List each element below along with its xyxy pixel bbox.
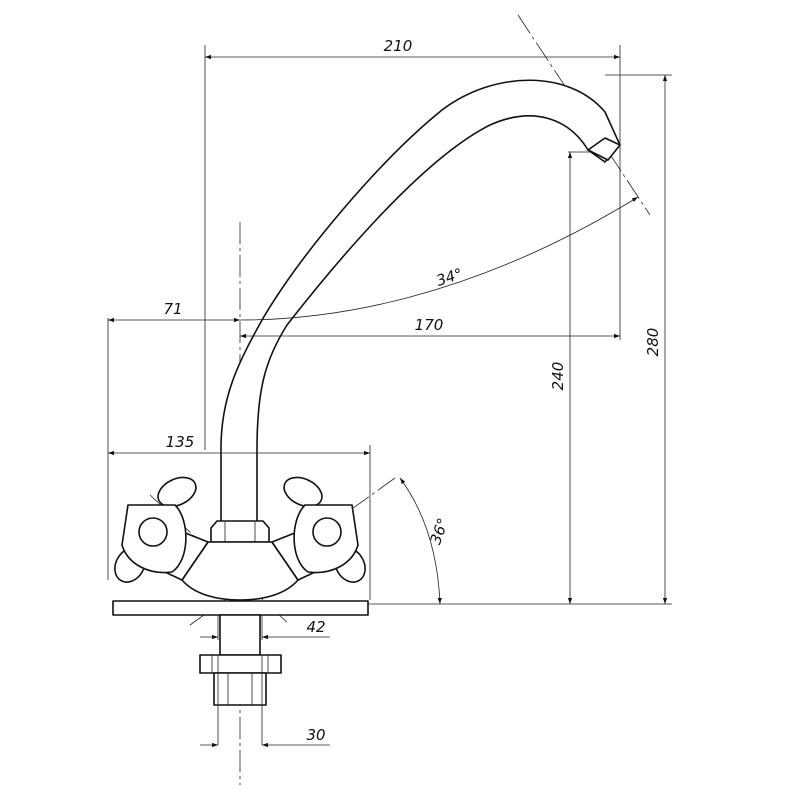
extension-lines	[107, 45, 672, 745]
base-plate	[112, 600, 369, 616]
dim-overall-reach: 210	[384, 37, 413, 55]
faucet-body	[112, 79, 621, 706]
dim-left-offset: 71	[163, 300, 182, 318]
dimension-lines	[108, 54, 668, 748]
mixer-body	[181, 541, 299, 601]
right-cross-handle	[283, 476, 366, 583]
inlet-pipe	[213, 672, 267, 706]
dim-handle-span: 135	[166, 433, 195, 451]
swivel-nut	[210, 520, 270, 543]
spout	[220, 79, 621, 526]
dim-total-height: 280	[644, 328, 662, 357]
shank	[219, 614, 261, 656]
dim-spout-angle: 34°	[434, 265, 465, 290]
dim-shank-diameter: 30	[306, 726, 325, 744]
left-cross-handle	[114, 476, 197, 583]
dim-outlet-height: 240	[549, 362, 567, 391]
dim-base-width: 42	[306, 618, 325, 636]
dim-handle-angle: 36°	[426, 516, 452, 547]
dim-spout-reach: 170	[415, 316, 444, 334]
